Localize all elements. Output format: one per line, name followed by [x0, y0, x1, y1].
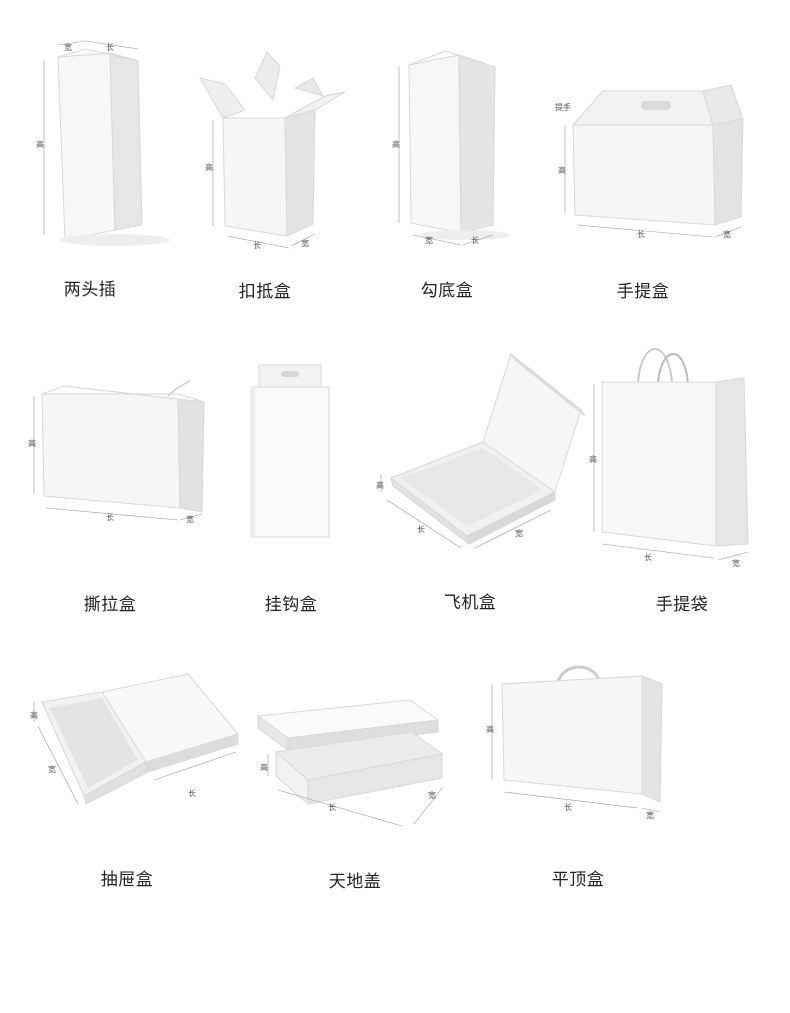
dim-width-label: 宽 — [186, 514, 194, 524]
dim-width-label: 宽 — [64, 42, 72, 52]
dim-length-label: 长 — [637, 229, 645, 239]
caption-hang-tab: 挂钩盒 — [264, 595, 318, 615]
crash-lock-illustration: 高 宽 长 — [392, 50, 510, 246]
box-flat-top: 高 长 宽 — [482, 662, 672, 832]
paper-bag-illustration: 高 长 宽 — [589, 348, 749, 568]
dim-height-label: 高 — [376, 480, 384, 490]
caption-lid-base: 天地盖 — [328, 872, 382, 892]
caption-lock-bottom: 扣抵盒 — [238, 282, 292, 302]
dim-width-label: 宽 — [425, 235, 433, 245]
dim-width-label: 宽 — [723, 229, 731, 239]
dim-length-label: 长 — [106, 42, 114, 52]
dim-height-label: 高 — [392, 139, 400, 149]
dim-length-label: 长 — [106, 512, 114, 522]
dim-length-label: 长 — [417, 524, 425, 534]
box-two-end-tuck: 高 宽 长 — [30, 35, 200, 255]
dim-length-label: 长 — [188, 788, 196, 798]
dim-width-label: 宽 — [515, 528, 523, 538]
dim-height-label: 高 — [205, 162, 213, 172]
caption-paper-bag: 手提袋 — [655, 595, 709, 615]
dim-height-label: 高 — [486, 724, 494, 734]
lid-base-illustration: 高 长 宽 — [256, 699, 444, 827]
dim-handle-label: 提手 — [555, 102, 571, 112]
dim-height-label: 高 — [558, 165, 566, 175]
box-tear-strip: 高 长 宽 — [28, 379, 228, 530]
lock-bottom-illustration: 高 长 宽 — [198, 51, 346, 250]
caption-flat-top: 平顶盒 — [551, 870, 605, 890]
dim-width-label: 宽 — [732, 558, 740, 568]
box-handle-box: 提手 高 长 宽 — [553, 84, 763, 260]
box-lid-base: 高 长 宽 — [252, 698, 457, 838]
dim-length-label: 长 — [644, 552, 652, 562]
caption-handle-box: 手提盒 — [616, 282, 670, 302]
box-paper-bag: 高 长 宽 — [588, 338, 768, 568]
dim-width-label: 宽 — [428, 790, 436, 800]
dim-length-label: 长 — [328, 802, 336, 812]
caption-tear-strip: 撕拉盒 — [83, 595, 137, 615]
dim-height-label: 高 — [30, 710, 38, 720]
hang-tab-illustration — [250, 364, 330, 538]
caption-mailer: 飞机盒 — [443, 593, 497, 613]
caption-crash-lock: 勾底盒 — [420, 281, 474, 301]
drawer-illustration: 高 宽 长 — [30, 673, 239, 805]
dim-length-label: 长 — [471, 235, 479, 245]
dim-height-label: 高 — [28, 438, 36, 448]
box-drawer: 高 宽 长 — [28, 672, 248, 822]
caption-drawer: 抽屉盒 — [100, 870, 154, 890]
box-crash-lock: 高 宽 长 — [385, 45, 535, 260]
dim-width-label: 宽 — [48, 764, 56, 774]
dim-height-label: 高 — [260, 762, 268, 772]
tear-strip-illustration: 高 长 宽 — [28, 379, 205, 524]
two-end-tuck-illustration: 高 宽 长 — [36, 40, 170, 246]
dim-length-label: 长 — [564, 802, 572, 812]
dim-length-label: 长 — [253, 240, 261, 250]
dim-width-label: 宽 — [646, 810, 654, 820]
box-hang-tab — [245, 363, 340, 543]
box-lock-bottom: 高 长 宽 — [195, 48, 365, 258]
dim-height-label: 高 — [36, 139, 44, 149]
flat-top-illustration: 高 长 宽 — [486, 665, 663, 820]
dim-height-label: 高 — [589, 454, 597, 464]
dim-width-label: 宽 — [301, 238, 309, 248]
box-mailer: 高 长 宽 — [375, 350, 590, 550]
handle-box-illustration: 提手 高 长 宽 — [555, 84, 744, 239]
mailer-illustration: 高 长 宽 — [376, 353, 586, 549]
caption-two-end-tuck: 两头插 — [63, 280, 117, 300]
